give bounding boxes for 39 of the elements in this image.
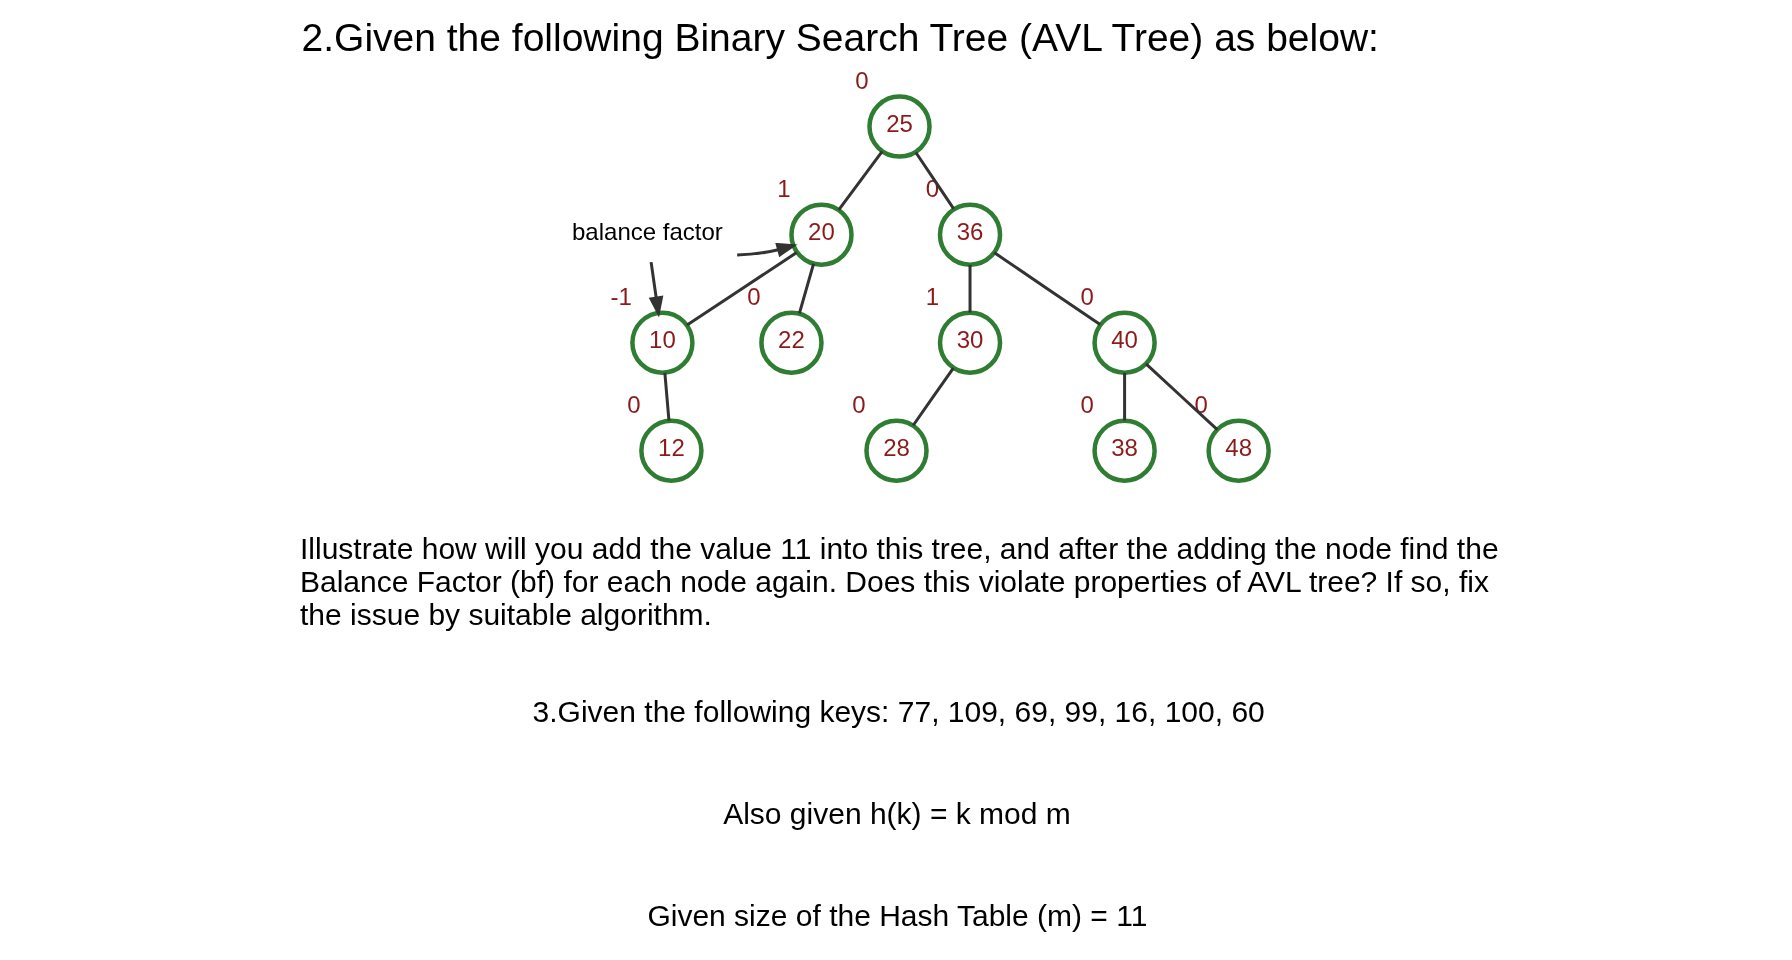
node-label: 0: [626, 390, 641, 418]
connector: [685, 251, 797, 327]
connector: [1144, 362, 1218, 431]
connector: [911, 367, 955, 427]
node-label: 0: [1079, 390, 1094, 418]
node-circle: 20: [788, 202, 854, 267]
node-label: 1: [776, 174, 791, 202]
node-circle: 38: [1091, 418, 1157, 483]
node-circle: 22: [758, 310, 824, 375]
connector: [968, 264, 972, 313]
node-label: 1: [925, 282, 939, 310]
node-label: 0: [1079, 282, 1094, 310]
connector: [1122, 372, 1126, 421]
node-circle: 36: [937, 202, 1002, 267]
label: Also given h(k) = k mod m: [722, 797, 1071, 831]
node-label: 0: [851, 390, 866, 418]
node-label: -1: [609, 282, 632, 310]
node-circle: 28: [863, 418, 929, 483]
label: 3.Given the following keys: 77, 109, 69, 99, 16, 100, 60: [532, 695, 1265, 729]
connector: [662, 372, 670, 421]
arrow: [648, 261, 663, 318]
node-text: balance factor: [571, 218, 723, 246]
node-circle: 40: [1091, 310, 1157, 375]
node-circle: 10: [629, 310, 695, 375]
connector: [992, 251, 1101, 326]
node-label: 0: [1193, 390, 1208, 418]
node-circle: 48: [1205, 418, 1271, 483]
connector: [837, 150, 883, 211]
node-circle: 30: [937, 310, 1002, 375]
connector: [797, 263, 815, 314]
connector: [914, 151, 955, 210]
node-circle: 12: [638, 418, 704, 483]
diagram-title: 2.Given the following Binary Search Tree (AVL Tree) as below:: [301, 16, 1379, 60]
node-label: 0: [746, 282, 761, 310]
label: Illustrate how will you add the value 11 into this tree, and after the adding the node find the Balance Factor (bf) for each node again. Does this violate properties of AVL tree? If so, fix the issue by suitable algorithm.: [299, 531, 1499, 631]
node-circle: 25: [866, 94, 932, 159]
node-label: 0: [854, 66, 869, 94]
label: Given size of the Hash Table (m) = 11: [646, 899, 1147, 933]
arrow: [736, 242, 797, 258]
